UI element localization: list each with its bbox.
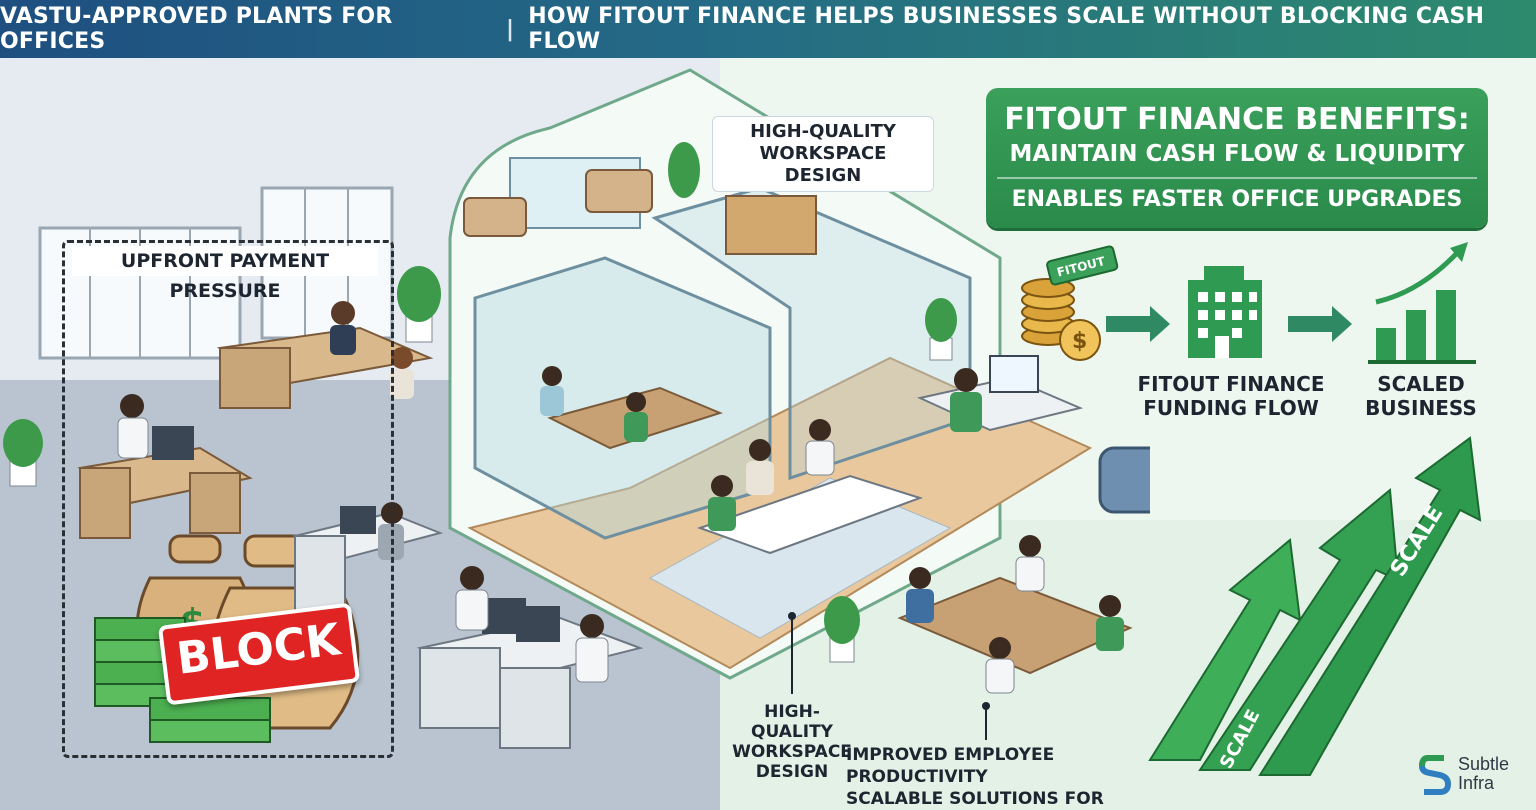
person xyxy=(909,567,931,589)
person xyxy=(580,614,604,638)
arrow-right-icon xyxy=(1288,306,1352,342)
monitor-icon xyxy=(989,355,1039,393)
coin-stack-icon: $ xyxy=(1021,278,1101,361)
person xyxy=(749,439,771,461)
plant-icon xyxy=(668,142,700,198)
sofa-icon xyxy=(1098,446,1150,514)
header-left-title: VASTU-APPROVED PLANTS FOR OFFICES xyxy=(0,4,393,54)
person xyxy=(331,301,355,325)
desk xyxy=(897,576,1133,675)
upfront-payment-label: UPFRONT PAYMENT PRESSURE xyxy=(72,246,378,302)
arrow-right-icon xyxy=(1106,306,1170,342)
person xyxy=(391,347,413,369)
benefits-title: FITOUT FINANCE BENEFITS: xyxy=(1004,102,1470,137)
growth-arrow-icon xyxy=(1148,538,1302,761)
plant-icon xyxy=(397,266,441,343)
growth-arrow-icon xyxy=(1198,488,1400,771)
productivity-caption-line2: SCALABLE SOLUTIONS FOR GROWTH xyxy=(846,789,1104,809)
sofa-icon xyxy=(585,169,653,213)
subtle-infra-logo-icon xyxy=(1418,755,1452,795)
bar-chart-up-icon xyxy=(1368,242,1476,364)
person xyxy=(954,368,978,392)
cash-stack-icon xyxy=(149,697,271,743)
fitout-tag-icon: FITOUT xyxy=(1046,245,1119,286)
monitor-icon xyxy=(152,426,194,460)
bookshelf xyxy=(725,195,817,255)
person xyxy=(120,394,144,418)
monitor-icon xyxy=(340,506,376,534)
brand-name-line2: Infra xyxy=(1458,773,1495,793)
plant-icon xyxy=(3,419,43,487)
header-right-title: HOW FITOUT FINANCE HELPS BUSINESSES SCAL… xyxy=(528,4,1485,54)
person xyxy=(1019,535,1041,557)
monitor-icon xyxy=(516,606,560,642)
workspace-design-label-bottom: HIGH-QUALITY WORKSPACE DESIGN xyxy=(732,702,852,782)
workspace-design-label-top: HIGH-QUALITY WORKSPACE DESIGN xyxy=(712,116,934,192)
growth-arrow-icon xyxy=(1258,436,1482,776)
desk xyxy=(696,474,924,555)
benefits-panel: FITOUT FINANCE BENEFITS: MAINTAIN CASH F… xyxy=(986,88,1488,228)
funding-flow-illustration: $ FITOUT xyxy=(1021,242,1476,364)
building-icon xyxy=(1188,266,1262,358)
person xyxy=(542,366,562,386)
productivity-caption: IMPROVED EMPLOYEE PRODUCTIVITY SCALABLE … xyxy=(846,744,1146,810)
plant-icon xyxy=(824,596,860,663)
modern-office-illustration xyxy=(448,68,1150,740)
brand-logo: Subtle Infra xyxy=(1418,752,1509,796)
person xyxy=(809,419,831,441)
upfront-payment-box xyxy=(62,240,394,758)
person xyxy=(1099,595,1121,617)
coin-dollar: $ xyxy=(1072,329,1087,354)
person xyxy=(626,392,646,412)
sofa-icon xyxy=(463,197,527,237)
scaled-business-label: SCALED BUSINESS xyxy=(1365,372,1477,420)
growth-arrows-illustration: SCALE SCALE xyxy=(1148,436,1482,776)
benefits-line2: ENABLES FASTER OFFICE UPGRADES xyxy=(997,177,1477,212)
benefits-line1: MAINTAIN CASH FLOW & LIQUIDITY xyxy=(1009,141,1465,167)
person xyxy=(460,566,484,590)
person xyxy=(989,637,1011,659)
plant-icon xyxy=(925,298,957,361)
header-separator: | xyxy=(506,16,515,42)
person xyxy=(711,475,733,497)
productivity-caption-line1: IMPROVED EMPLOYEE PRODUCTIVITY xyxy=(846,745,1055,787)
brand-name-line1: Subtle xyxy=(1458,754,1510,774)
funding-flow-label: FITOUT FINANCE FUNDING FLOW xyxy=(1137,372,1325,420)
header-banner: VASTU-APPROVED PLANTS FOR OFFICES | HOW … xyxy=(0,0,1536,58)
